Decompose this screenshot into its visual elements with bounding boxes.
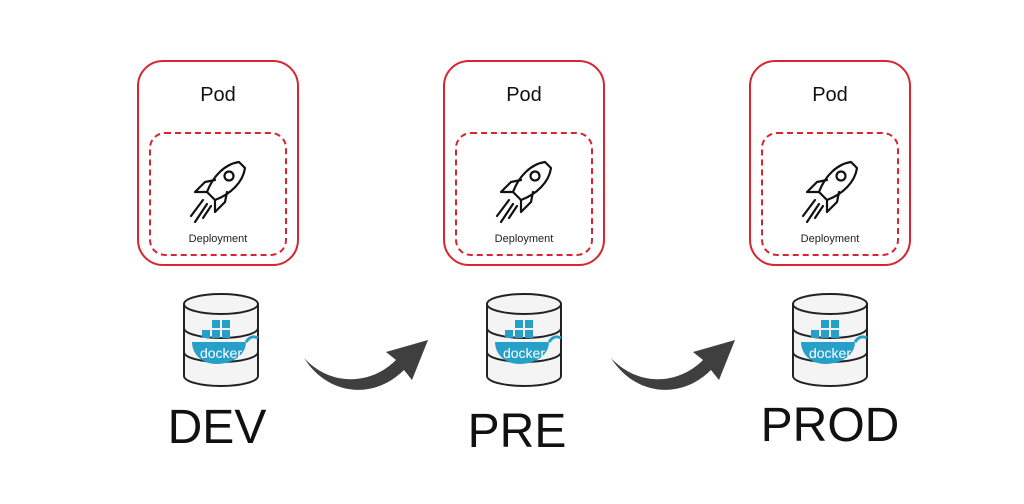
env-label-dev: DEV — [167, 401, 267, 454]
pod-box-dev: Pod Deployment — [137, 60, 299, 266]
docker-database-icon: docker — [486, 293, 562, 387]
env-label-prod: PROD — [760, 399, 900, 452]
deployment-box: Deployment — [149, 132, 287, 256]
deployment-label: Deployment — [494, 233, 554, 245]
docker-logo-text: docker — [503, 345, 545, 361]
deployment-box: Deployment — [761, 132, 899, 256]
pod-box-pre: Pod Deployment — [443, 60, 605, 266]
docker-logo-text: docker — [200, 345, 242, 361]
rocket-icon — [801, 160, 859, 224]
curved-arrow-icon — [611, 340, 735, 390]
rocket-icon — [189, 160, 247, 224]
docker-database-icon: docker — [792, 293, 868, 387]
rocket-icon — [495, 160, 553, 224]
pod-title: Pod — [506, 84, 542, 106]
deployment-box: Deployment — [455, 132, 593, 256]
docker-logo-text: docker — [809, 345, 851, 361]
deployment-label: Deployment — [800, 233, 860, 245]
env-label-pre: PRE — [467, 405, 567, 458]
deployment-label: Deployment — [188, 233, 248, 245]
pod-title: Pod — [812, 84, 848, 106]
pod-title: Pod — [200, 84, 236, 106]
curved-arrow-icon — [304, 340, 428, 390]
docker-database-icon: docker — [183, 293, 259, 387]
pod-box-prod: Pod Deployment — [749, 60, 911, 266]
